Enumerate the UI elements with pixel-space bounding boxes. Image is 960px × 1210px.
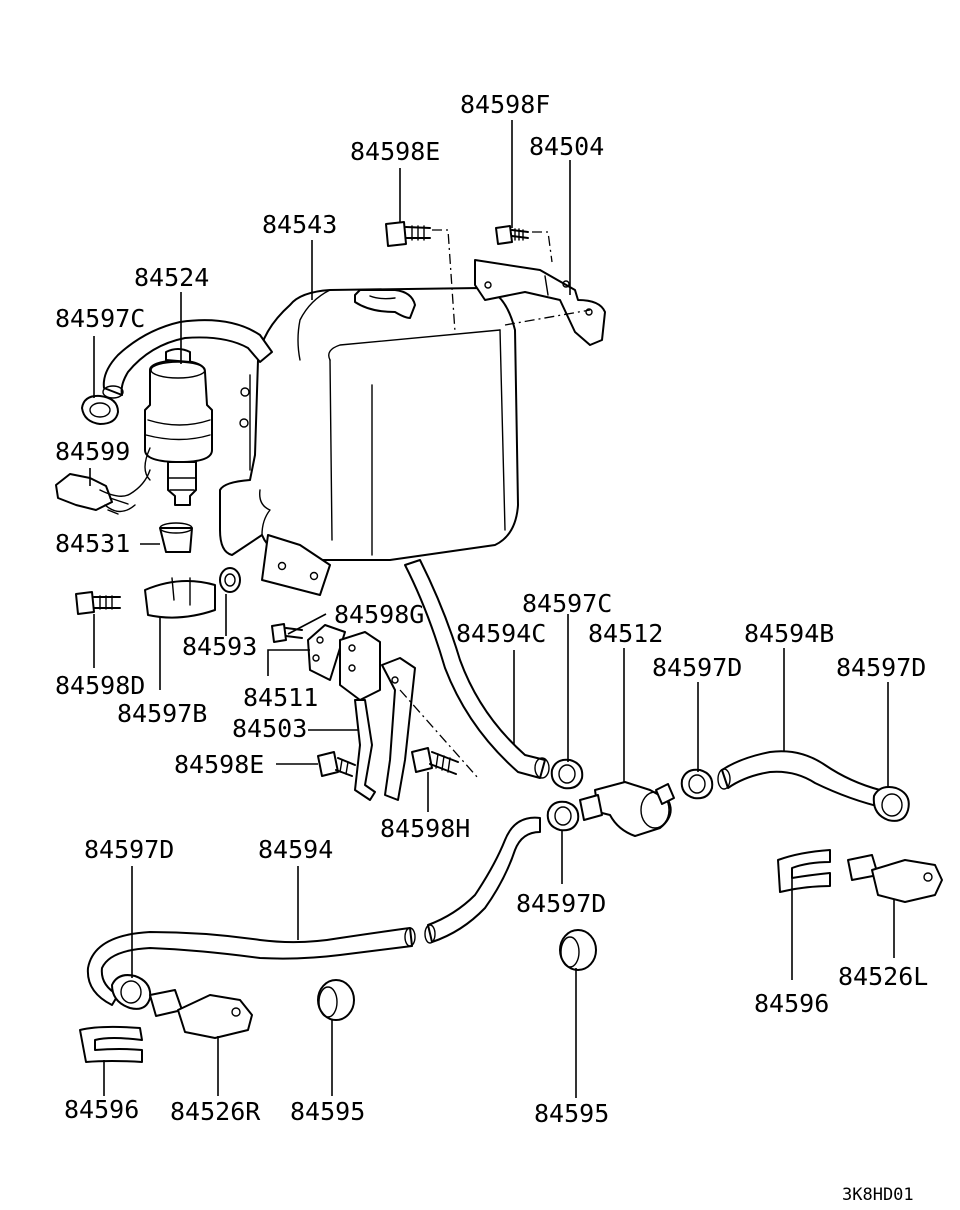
- bolt-84598D: [75, 591, 121, 615]
- nozzle-84526L: [847, 854, 943, 903]
- bolt-84598F-path: [532, 231, 553, 263]
- hose-clamp-84597D-center: [546, 800, 580, 832]
- label-84526R: 84526R: [170, 1097, 261, 1126]
- label-84524: 84524: [134, 263, 209, 292]
- label-84598F: 84598F: [460, 90, 550, 119]
- bolt-84598E-top: [385, 221, 431, 247]
- label-84597D-a: 84597D: [652, 653, 742, 682]
- hose-clamp-84597D-a: [680, 768, 714, 800]
- label-84526L: 84526L: [838, 962, 928, 991]
- hose-84594C: [404, 559, 550, 779]
- label-84594B: 84594B: [744, 619, 834, 648]
- bolt-84598F: [495, 225, 529, 245]
- label-84597C-mid: 84597C: [522, 589, 612, 618]
- grommet-84595-left: [317, 979, 355, 1021]
- pump-hose: [102, 319, 273, 399]
- label-84595-right: 84595: [534, 1099, 609, 1128]
- grommet-84595-right: [559, 929, 597, 971]
- label-84597D-b: 84597D: [836, 653, 926, 682]
- bolt-84598E-top-path: [432, 229, 456, 333]
- hose-clamp-84597D-b: [872, 786, 910, 822]
- hose-clamp-84597C-top: [81, 394, 119, 425]
- label-84504: 84504: [529, 132, 604, 161]
- bracket-84511: [307, 624, 381, 701]
- label-84594C: 84594C: [456, 619, 546, 648]
- nozzle-84526R: [149, 989, 253, 1039]
- label-84531: 84531: [55, 529, 130, 558]
- clip-84596-right: [777, 849, 831, 893]
- label-84599: 84599: [55, 437, 130, 466]
- label-84597B: 84597B: [117, 699, 207, 728]
- bolt-84598H: [411, 747, 459, 775]
- clip-84596-left: [79, 1025, 143, 1063]
- label-84593: 84593: [182, 632, 257, 661]
- label-84597C-top: 84597C: [55, 304, 145, 333]
- label-84596-left: 84596: [64, 1095, 139, 1124]
- label-84597D-center: 84597D: [516, 889, 606, 918]
- grommet-84531: [159, 522, 193, 553]
- pump-band: [144, 577, 216, 619]
- bracket-path: [504, 309, 591, 326]
- leader-lines: [89, 120, 895, 1098]
- washer-pump: [144, 348, 213, 506]
- label-84598G: 84598G: [334, 600, 424, 629]
- bracket-84503: [354, 657, 416, 801]
- label-84598H: 84598H: [380, 814, 470, 843]
- joint-84512: [579, 781, 675, 837]
- label-84512: 84512: [588, 619, 663, 648]
- label-84598D: 84598D: [55, 671, 145, 700]
- label-84596-right: 84596: [754, 989, 829, 1018]
- washer-tank: [219, 287, 519, 596]
- label-84543: 84543: [262, 210, 337, 239]
- grommet-84593: [219, 567, 241, 593]
- label-84598E-mid: 84598E: [174, 750, 264, 779]
- label-84595-left: 84595: [290, 1097, 365, 1126]
- hose-84594: [86, 816, 541, 1006]
- label-84597D-left: 84597D: [84, 835, 174, 864]
- bolt-84598G: [271, 623, 303, 643]
- pump-connector: [55, 469, 151, 515]
- label-84598E-top: 84598E: [350, 137, 440, 166]
- label-84503: 84503: [232, 714, 307, 743]
- bolt-84598E-mid: [317, 751, 356, 777]
- label-84594: 84594: [258, 835, 333, 864]
- tank-bracket: [474, 259, 606, 346]
- diagram-code: 3K8HD01: [842, 1185, 914, 1205]
- hose-clamp-84597D-left: [111, 974, 152, 1010]
- hose-84594B: [717, 750, 886, 809]
- part-labels: 84598F 84504 84598E 84543 84524 84597C 8…: [55, 90, 928, 1205]
- hose-clamp-84597C-mid: [550, 758, 584, 790]
- label-84511: 84511: [243, 683, 318, 712]
